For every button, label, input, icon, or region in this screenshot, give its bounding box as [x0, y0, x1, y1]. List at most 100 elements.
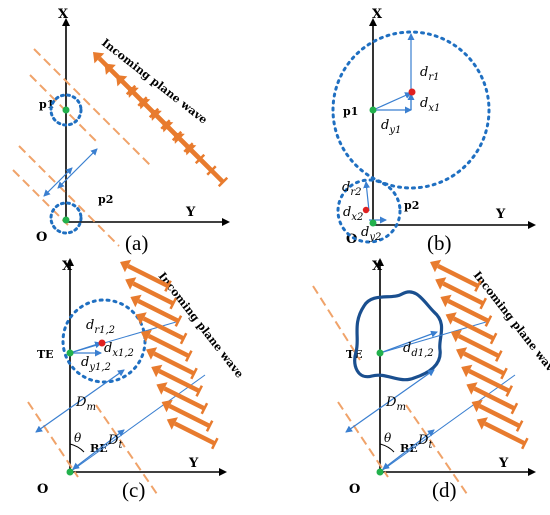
- wave-arrow-head: [450, 329, 462, 343]
- wave-arrow-head: [156, 382, 168, 395]
- point-te-label: TE: [37, 348, 54, 361]
- wave-arrow-head: [146, 347, 158, 360]
- wave-arrow-head: [120, 259, 132, 273]
- x-axis-label: X: [62, 259, 73, 274]
- symbol-theta: θ: [384, 431, 392, 445]
- wave-arrow-tail: [184, 350, 193, 362]
- wave-arrow-head: [151, 364, 163, 378]
- y-axis-label: Y: [495, 207, 506, 222]
- panel-caption: (b): [427, 231, 452, 255]
- wave-arrow-shaft: [168, 404, 211, 429]
- wave-arrow-head: [140, 329, 152, 343]
- wave-arrow-shaft: [127, 264, 170, 289]
- dt-arrow: [382, 429, 435, 470]
- wave-arrow-tail: [479, 297, 488, 310]
- dm-arrow: [35, 369, 125, 433]
- wave-arrow-tail: [484, 315, 493, 327]
- wave-arrow-tail: [494, 350, 503, 362]
- wavefront-lines: [312, 285, 468, 495]
- origin-label: O: [36, 230, 47, 245]
- wave-arrow-shaft: [173, 421, 216, 446]
- origin-label: O: [346, 232, 357, 247]
- dm-arrow: [345, 369, 435, 433]
- y-axis-label: Y: [498, 456, 509, 471]
- path-difference-arrow: [43, 167, 73, 197]
- wave-arrow-head: [135, 312, 147, 325]
- wave-arrow-tail: [505, 385, 514, 397]
- irregular-array-contour: [353, 290, 444, 382]
- point-p2-label: p2: [98, 193, 113, 206]
- panel-caption: (c): [122, 478, 145, 502]
- symbol-dy: dy1,2: [81, 355, 111, 373]
- symbol-dr2: dr2: [342, 180, 361, 198]
- wave-arrow-tail: [515, 420, 524, 432]
- shifted-point-marker: [362, 206, 370, 214]
- symbol-dm: Dm: [75, 395, 96, 413]
- point-be-marker: [376, 468, 384, 476]
- neighborhood-circle-p2: [49, 201, 83, 235]
- wave-arrow-shaft: [452, 316, 495, 341]
- wave-arrow-head: [166, 417, 178, 430]
- wave-arrow-shaft: [463, 351, 506, 376]
- wave-arrow-shaft: [457, 334, 500, 359]
- dx1-arrow: [372, 92, 412, 111]
- wave-arrow-tail: [510, 402, 519, 415]
- y-axis-label: Y: [188, 456, 199, 471]
- wave-arrow-shaft: [442, 281, 485, 306]
- symbol-dt: Dt: [107, 433, 123, 451]
- panel-caption: (d): [432, 478, 457, 502]
- wave-arrow-shaft: [189, 148, 225, 184]
- be-direction-line: [69, 374, 206, 473]
- symbol-dd: dd1,2: [403, 341, 434, 359]
- wave-arrow-head: [162, 121, 174, 133]
- wave-arrow-shaft: [153, 351, 196, 376]
- origin-label: O: [349, 482, 360, 497]
- shifted-point-marker: [98, 339, 106, 347]
- wave-arrow-shaft: [147, 334, 190, 359]
- wave-arrow-shaft: [473, 386, 516, 411]
- x-axis-label: X: [58, 7, 69, 22]
- wave-arrow-tail: [205, 420, 214, 432]
- wave-arrow-tail: [210, 437, 219, 450]
- wave-arrow-shaft: [137, 299, 180, 324]
- wave-arrow-tail: [520, 437, 529, 450]
- neighborhood-circle-p2: [336, 178, 402, 244]
- panel-a: X Y O p1 p2 (a) Incoming plane wave: [12, 7, 230, 255]
- wave-arrow-head: [116, 75, 128, 87]
- theta-arc: [69, 443, 85, 453]
- dt-arrow: [72, 429, 125, 470]
- wave-arrow-tail: [200, 402, 209, 415]
- panel-caption: (a): [125, 231, 148, 255]
- wavefront-line: [312, 285, 361, 361]
- wave-arrow-tail: [474, 280, 482, 292]
- wave-arrow-head: [440, 294, 452, 308]
- symbol-dx: dx1,2: [104, 341, 134, 359]
- wave-arrow-tail: [164, 280, 172, 292]
- wave-arrow-head: [466, 382, 478, 395]
- x-axis-label: X: [372, 259, 383, 274]
- point-be-marker: [66, 468, 74, 476]
- symbol-dy1: dy1: [381, 118, 401, 136]
- wave-arrow-tail: [217, 176, 229, 188]
- symbol-dx2: dx2: [343, 205, 363, 223]
- wave-arrow-tail: [169, 297, 178, 310]
- neighborhood-circle-p1: [49, 93, 83, 127]
- wave-arrow-head: [161, 399, 173, 413]
- wave-arrow-tail: [195, 385, 204, 397]
- wave-arrow-head: [130, 294, 142, 308]
- wave-arrow-tail: [500, 367, 508, 380]
- point-p2-marker: [62, 216, 70, 224]
- point-p2-label: p2: [404, 199, 419, 212]
- origin-label: O: [37, 482, 48, 497]
- symbol-dr1: dr1: [420, 65, 439, 83]
- wave-arrow-head: [445, 312, 457, 325]
- wave-arrow-head: [150, 109, 162, 121]
- wave-arrow-head: [461, 364, 473, 378]
- wave-arrow-shaft: [142, 316, 185, 341]
- wave-arrow-tail: [174, 315, 183, 327]
- symbol-dx1: dx1: [420, 96, 440, 114]
- neighborhood-circle-p1: [331, 30, 491, 190]
- symbol-dt: Dt: [417, 433, 433, 451]
- wave-arrow-head: [93, 52, 105, 64]
